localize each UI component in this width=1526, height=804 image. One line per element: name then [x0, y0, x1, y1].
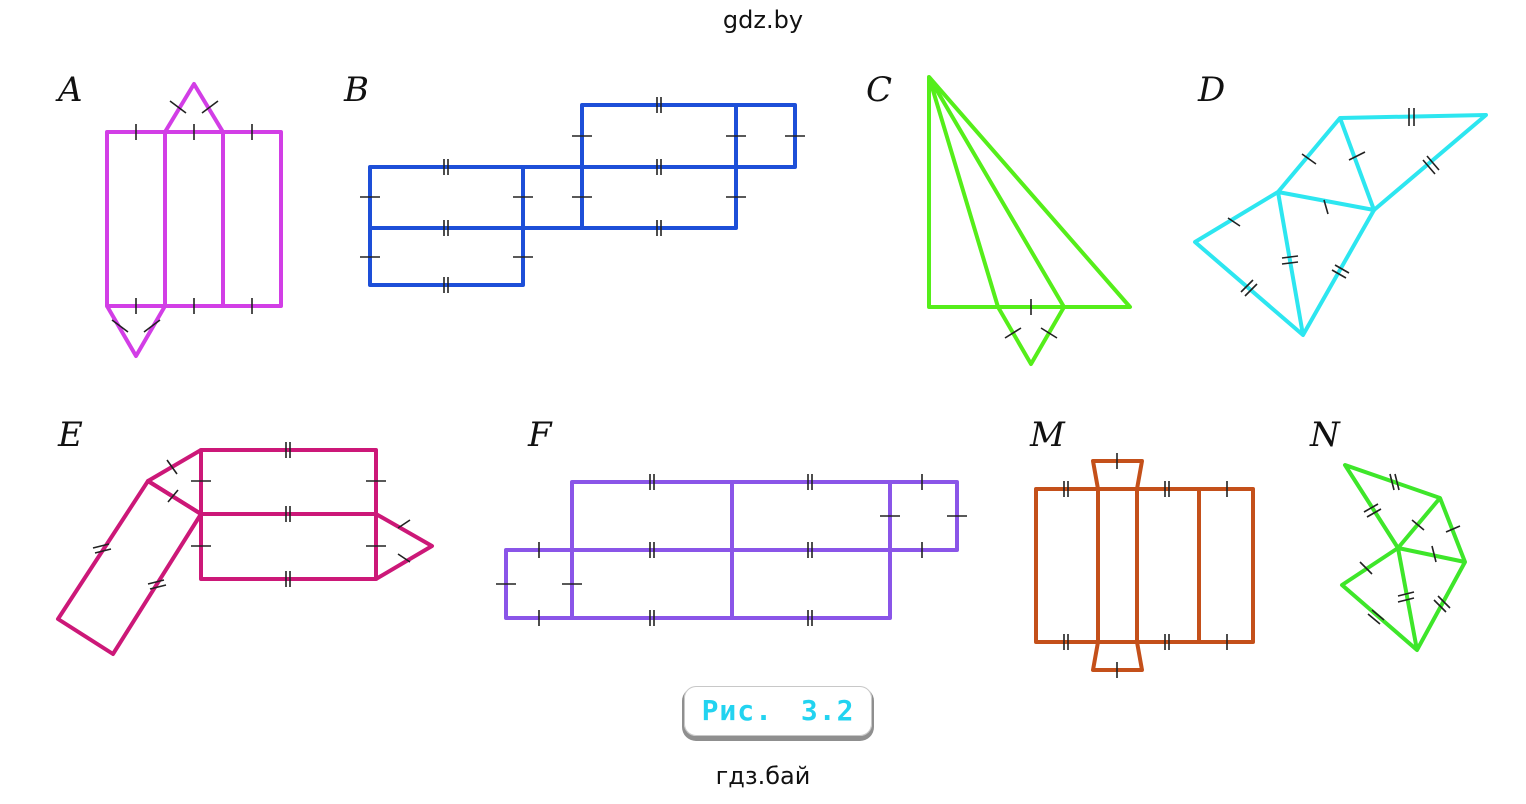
watermark-bottom: гдз.бай: [715, 762, 811, 790]
label-E: E: [57, 415, 83, 455]
label-C: C: [866, 70, 892, 110]
net-A-dividers: [163, 132, 225, 306]
label-A: A: [55, 70, 83, 110]
net-A-rects: [105, 130, 283, 308]
net-F: [504, 480, 959, 620]
net-M-rects: [1034, 487, 1255, 644]
net-E-left-triangle: [146, 448, 203, 516]
net-C-base-triangle: [996, 305, 1066, 366]
watermark-top: gdz.by: [722, 6, 804, 34]
net-D-inner: [1276, 117, 1376, 336]
label-D: D: [1197, 70, 1225, 110]
net-M-inner: [1096, 489, 1201, 642]
net-B: [368, 103, 797, 287]
net-N: [1340, 463, 1467, 652]
net-F-inner: [570, 482, 892, 618]
net-C-inner: [927, 75, 1066, 309]
label-N: N: [1309, 415, 1341, 455]
net-E-right-triangle: [374, 512, 434, 581]
net-E: [56, 448, 434, 656]
label-B: B: [343, 70, 369, 110]
figure-caption: Рис. 3.2: [701, 694, 855, 727]
net-E-slanted-rect: [56, 479, 203, 656]
label-M: M: [1029, 415, 1066, 455]
net-C: [927, 75, 1132, 366]
caption-badge: Рис. 3.2: [684, 686, 872, 736]
net-A-top-triangle: [163, 82, 225, 134]
tick-marks: [92, 97, 1461, 678]
net-F-outline: [504, 480, 959, 620]
net-C-outline: [927, 75, 1132, 309]
label-F: F: [527, 415, 553, 455]
